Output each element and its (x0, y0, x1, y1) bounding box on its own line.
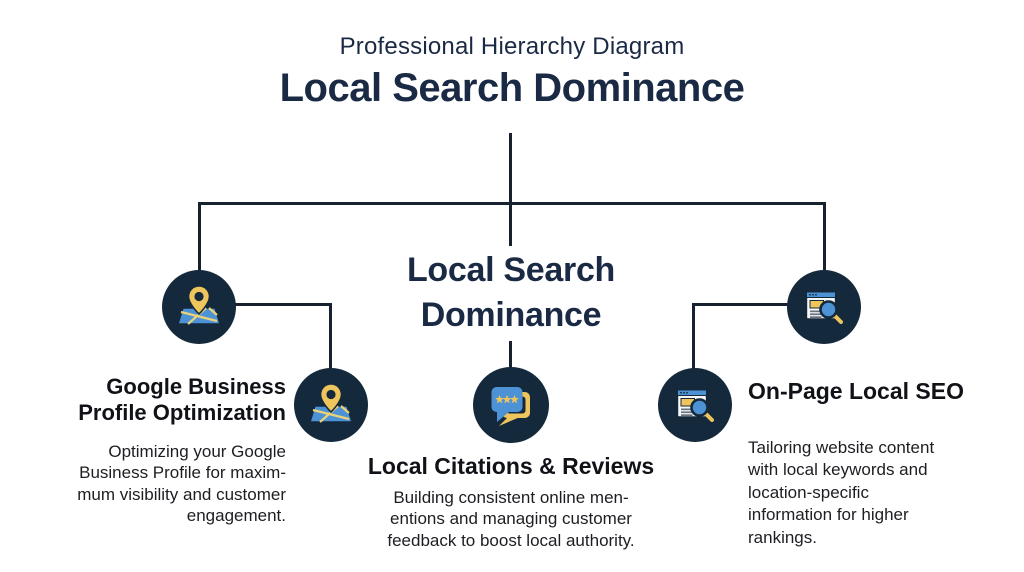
connector-left-elbow-vertical (329, 303, 332, 370)
map-location-pin-icon (309, 383, 353, 423)
node-circle-google-business (294, 368, 368, 442)
branch-description-google-business: Optimizing your Google Business Profile … (77, 442, 286, 526)
node-circle-google-business-top (162, 270, 236, 344)
node-circle-onpage-seo (658, 368, 732, 442)
root-node-label: Local Search Dominance (406, 251, 616, 334)
node-circle-citations-reviews (473, 367, 549, 443)
connector-left-drop (198, 202, 201, 272)
diagram-subtitle: Professional Hierarchy Diagram (339, 33, 685, 60)
branch-description-onpage-seo: Tailoring website content with local key… (748, 438, 935, 547)
connector-root-vertical (509, 133, 512, 203)
connector-right-drop (823, 202, 826, 272)
branch-description-citations-reviews: Building consistent online men- entions … (387, 488, 635, 550)
connector-right-elbow-vertical (692, 303, 695, 370)
connector-branch-horizontal (198, 202, 826, 205)
diagram-title: Local Search Dominance (279, 66, 745, 110)
webpage-magnifier-icon (676, 389, 714, 422)
node-circle-onpage-seo-top (787, 270, 861, 344)
branch-title-citations-reviews: Local Citations & Reviews (367, 453, 655, 479)
map-location-pin-icon (177, 285, 221, 325)
connector-center-lower (509, 341, 512, 370)
connector-center-upper (509, 202, 512, 246)
review-stars-chat-icon (491, 387, 530, 426)
branch-title-onpage-seo: On-Page Local SEO (748, 378, 964, 404)
connector-right-elbow-horizontal (692, 303, 799, 306)
webpage-magnifier-icon (805, 291, 843, 324)
connector-left-elbow-horizontal (225, 303, 332, 306)
branch-title-google-business: Google Business Profile Optimization (78, 374, 286, 425)
